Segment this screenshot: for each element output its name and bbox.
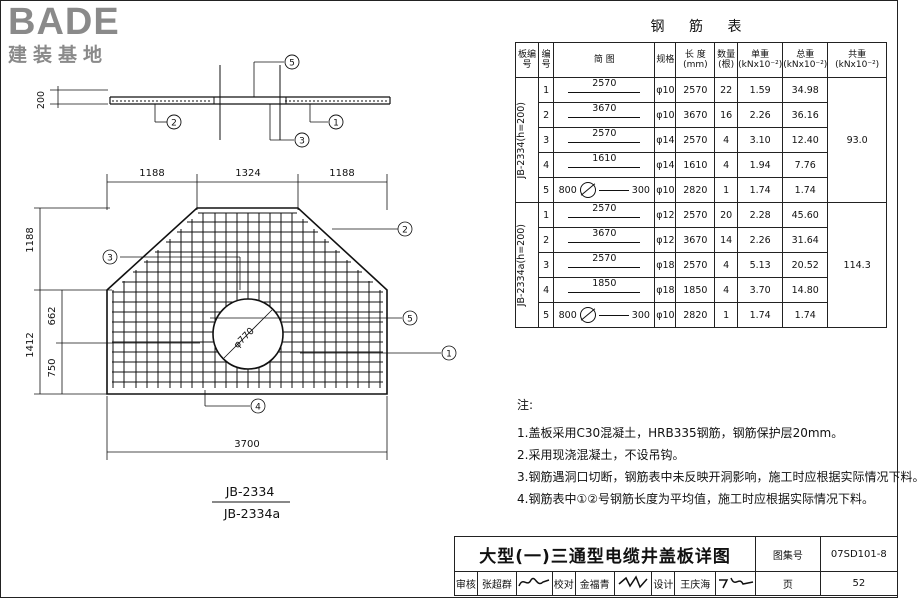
dim-top-3: 1188 xyxy=(329,168,354,179)
slab-drawing: 200 5 2 1 3 1188 1324 1188 1188 1412 662… xyxy=(25,54,457,521)
bar-sketch: 3670 xyxy=(554,228,654,252)
callout-4-plan: 4 xyxy=(255,403,261,413)
notes-heading: 注: xyxy=(517,398,534,412)
bar-sketch: 2570 xyxy=(554,203,654,227)
bar-sketch: 2570 xyxy=(554,78,654,102)
review-signature xyxy=(515,571,553,596)
group-name-cell: JB-2334(h=200) xyxy=(515,77,539,203)
top-dims xyxy=(106,174,388,210)
table-row: 4 1610 φ14 1610 4 1.94 7.76 xyxy=(516,152,887,178)
dim-left-662: 662 xyxy=(47,306,58,325)
note-item: 1.盖板采用C30混凝土，HRB335钢筋，钢筋保护层20mm。 xyxy=(517,426,844,440)
dim-left-1412: 1412 xyxy=(25,332,36,357)
review-name: 张超群 xyxy=(476,571,517,596)
rebar-table: 板编号 编号 简 图 规格 长 度 (mm) 数量 (根) 单重 (kNx10⁻… xyxy=(515,42,887,328)
section-view xyxy=(50,54,391,148)
dim-left-750: 750 xyxy=(47,358,58,377)
drawing-title: 大型(一)三通型电缆井盖板详图 xyxy=(453,536,757,572)
check-label: 校对 xyxy=(551,571,576,596)
callout-1-plan: 1 xyxy=(446,350,452,360)
group-name-cell: JB-2334a(h=200) xyxy=(515,202,539,328)
design-name: 王庆海 xyxy=(674,571,717,596)
group-total: 114.3 xyxy=(827,202,887,328)
check-signature xyxy=(613,571,653,596)
callout-leaders xyxy=(102,221,457,414)
left-dims xyxy=(34,207,200,395)
note-item: 2.采用现浇混凝土，不设吊钩。 xyxy=(517,448,685,462)
atlas-label: 图集号 xyxy=(755,536,821,572)
note-item: 4.钢筋表中①②号钢筋长度为平均值，施工时应根据实际情况下料。 xyxy=(517,492,874,506)
bar-sketch: 2570 xyxy=(554,253,654,277)
callout-2-plan: 2 xyxy=(402,226,408,236)
table-row: 3 2570 φ14 2570 4 3.10 12.40 xyxy=(516,127,887,153)
callout-2: 2 xyxy=(171,119,177,129)
col-sum-weight: 总重 (kNx10⁻²) xyxy=(782,42,829,78)
col-length: 长 度 (mm) xyxy=(675,42,716,78)
table-row: 2 3670 φ12 3670 14 2.26 31.64 xyxy=(516,227,887,253)
title-block: 大型(一)三通型电缆井盖板详图 图集号 07SD101-8 审核 张超群 校对 … xyxy=(453,536,899,596)
dim-bottom: 3700 xyxy=(234,439,259,450)
dim-left-1188: 1188 xyxy=(25,227,36,252)
drawing-frame xyxy=(0,0,898,598)
bottom-dim xyxy=(106,396,388,460)
bar-sketch: 3670 xyxy=(554,103,654,127)
page-label: 页 xyxy=(755,571,821,596)
callout-3: 3 xyxy=(299,137,305,147)
dim-top-2: 1324 xyxy=(235,168,260,179)
callout-5-plan: 5 xyxy=(407,315,413,325)
rebar-table-title: 钢 筋 表 xyxy=(650,19,752,35)
table-row: 2 3670 φ10 3670 16 2.26 36.16 xyxy=(516,102,887,128)
logo: BADE xyxy=(8,1,120,43)
design-signature xyxy=(715,571,757,596)
callout-3-plan: 3 xyxy=(107,254,113,264)
col-qty: 数量 (根) xyxy=(714,42,739,78)
col-spec: 规格 xyxy=(654,42,677,78)
page-number: 52 xyxy=(819,571,899,596)
atlas-number: 07SD101-8 xyxy=(819,536,899,572)
col-unit-weight: 单重 (kNx10⁻²) xyxy=(737,42,784,78)
design-label: 设计 xyxy=(651,571,676,596)
callout-5: 5 xyxy=(289,59,295,69)
table-row: 3 2570 φ18 2570 4 5.13 20.52 xyxy=(516,252,887,278)
label-jb-2334: JB-2334 xyxy=(225,484,275,499)
group-total: 93.0 xyxy=(827,77,887,203)
table-row: JB-2334a(h=200) 1 2570 φ12 2570 20 2.28 … xyxy=(515,202,887,328)
bar-sketch: 1850 xyxy=(554,278,654,302)
col-no: 编号 xyxy=(537,42,555,78)
callout-1: 1 xyxy=(333,119,339,129)
col-slab-id: 板编号 xyxy=(515,42,539,78)
check-name: 金福青 xyxy=(574,571,615,596)
notes: 注: 1.盖板采用C30混凝土，HRB335钢筋，钢筋保护层20mm。 2.采用… xyxy=(517,394,924,510)
dim-top-1: 1188 xyxy=(139,168,164,179)
logo-subtitle: 建装基地 xyxy=(8,44,109,66)
bar-sketch: 2570 xyxy=(554,128,654,152)
col-sketch: 简 图 xyxy=(553,42,656,78)
dim-section: 200 xyxy=(36,91,47,109)
label-jb-2334a: JB-2334a xyxy=(223,506,280,521)
col-total-weight: 共重 (kNx10⁻²) xyxy=(827,42,887,78)
review-label: 审核 xyxy=(454,571,478,596)
rebar-table-header: 板编号 编号 简 图 规格 长 度 (mm) 数量 (根) 单重 (kNx10⁻… xyxy=(515,42,887,78)
note-item: 3.钢筋遇洞口切断，钢筋表中未反映开洞影响，施工时应根据实际情况下料。 xyxy=(517,470,924,484)
slab-outline xyxy=(106,207,388,395)
table-row: JB-2334(h=200) 1 2570 φ10 2570 22 1.59 3… xyxy=(515,77,887,203)
bar-sketch: 1610 xyxy=(554,153,654,177)
